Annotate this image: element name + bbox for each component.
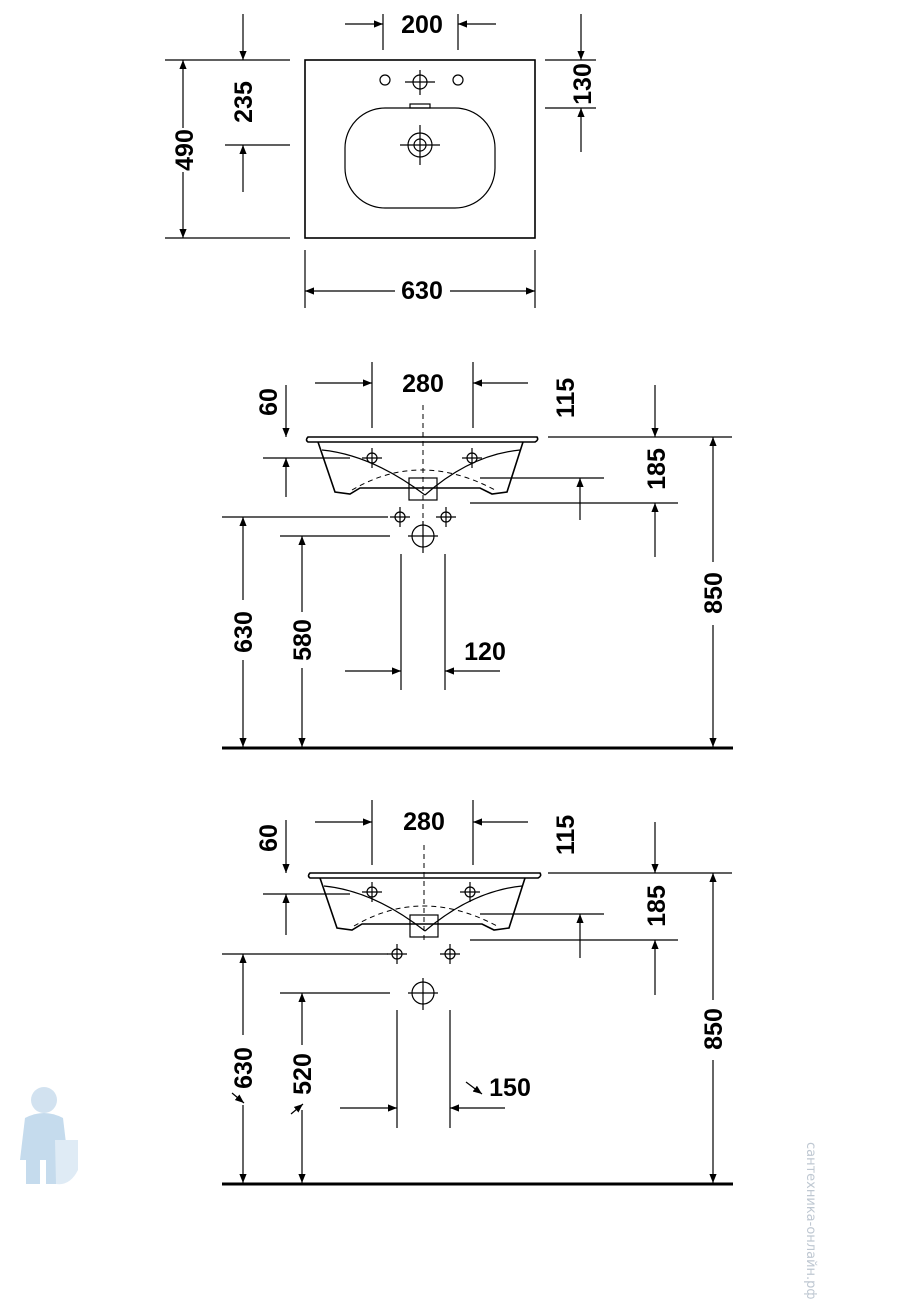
dim-120: 120: [464, 638, 506, 666]
basin-body-2: [319, 877, 526, 931]
dim-850-2: 850: [700, 1008, 728, 1050]
dim-520-2: 520: [289, 1053, 317, 1095]
basin-outline-top: [304, 59, 536, 239]
dim-60-2: 60: [255, 824, 283, 852]
tap-hole-right: [452, 74, 464, 86]
dim-115-1: 115: [552, 378, 580, 418]
basin-rim-1: [305, 436, 539, 443]
dim-280-1: 280: [402, 370, 444, 398]
tap-hole-left: [379, 74, 391, 86]
dim-235: 235: [230, 81, 258, 123]
top-view: 200 490 235 130 630: [165, 11, 597, 308]
dim-280-2: 280: [403, 808, 445, 836]
technical-drawing: 200 490 235 130 630: [20, 11, 733, 1186]
dim-130: 130: [569, 63, 597, 105]
plumber-logo-icon: [20, 1087, 78, 1185]
dim-60-1: 60: [255, 388, 283, 416]
dim-630-height-1: 630: [230, 611, 258, 653]
dim-185-2: 185: [643, 885, 671, 927]
dim-150: 150: [489, 1074, 531, 1102]
basin-body-1: [317, 441, 524, 495]
dim-185-1: 185: [643, 448, 671, 490]
dim-490: 490: [171, 129, 199, 171]
dim-200: 200: [401, 11, 443, 39]
overflow-slot: [409, 103, 431, 109]
watermark-text: сантехника-онлайн.рф: [803, 1142, 818, 1300]
side-view-2: 280 60 115 185 630 520 150: [222, 800, 733, 1186]
dim-630-height-2: 630: [230, 1047, 258, 1089]
basin-rim-2: [307, 872, 542, 879]
dim-850-1: 850: [700, 572, 728, 614]
side-view-1: 280 60 115 185 630 580 120 850: [222, 362, 733, 750]
dim-115-2: 115: [552, 815, 580, 855]
dim-630-width: 630: [401, 277, 443, 305]
dim-580-1: 580: [289, 619, 317, 661]
